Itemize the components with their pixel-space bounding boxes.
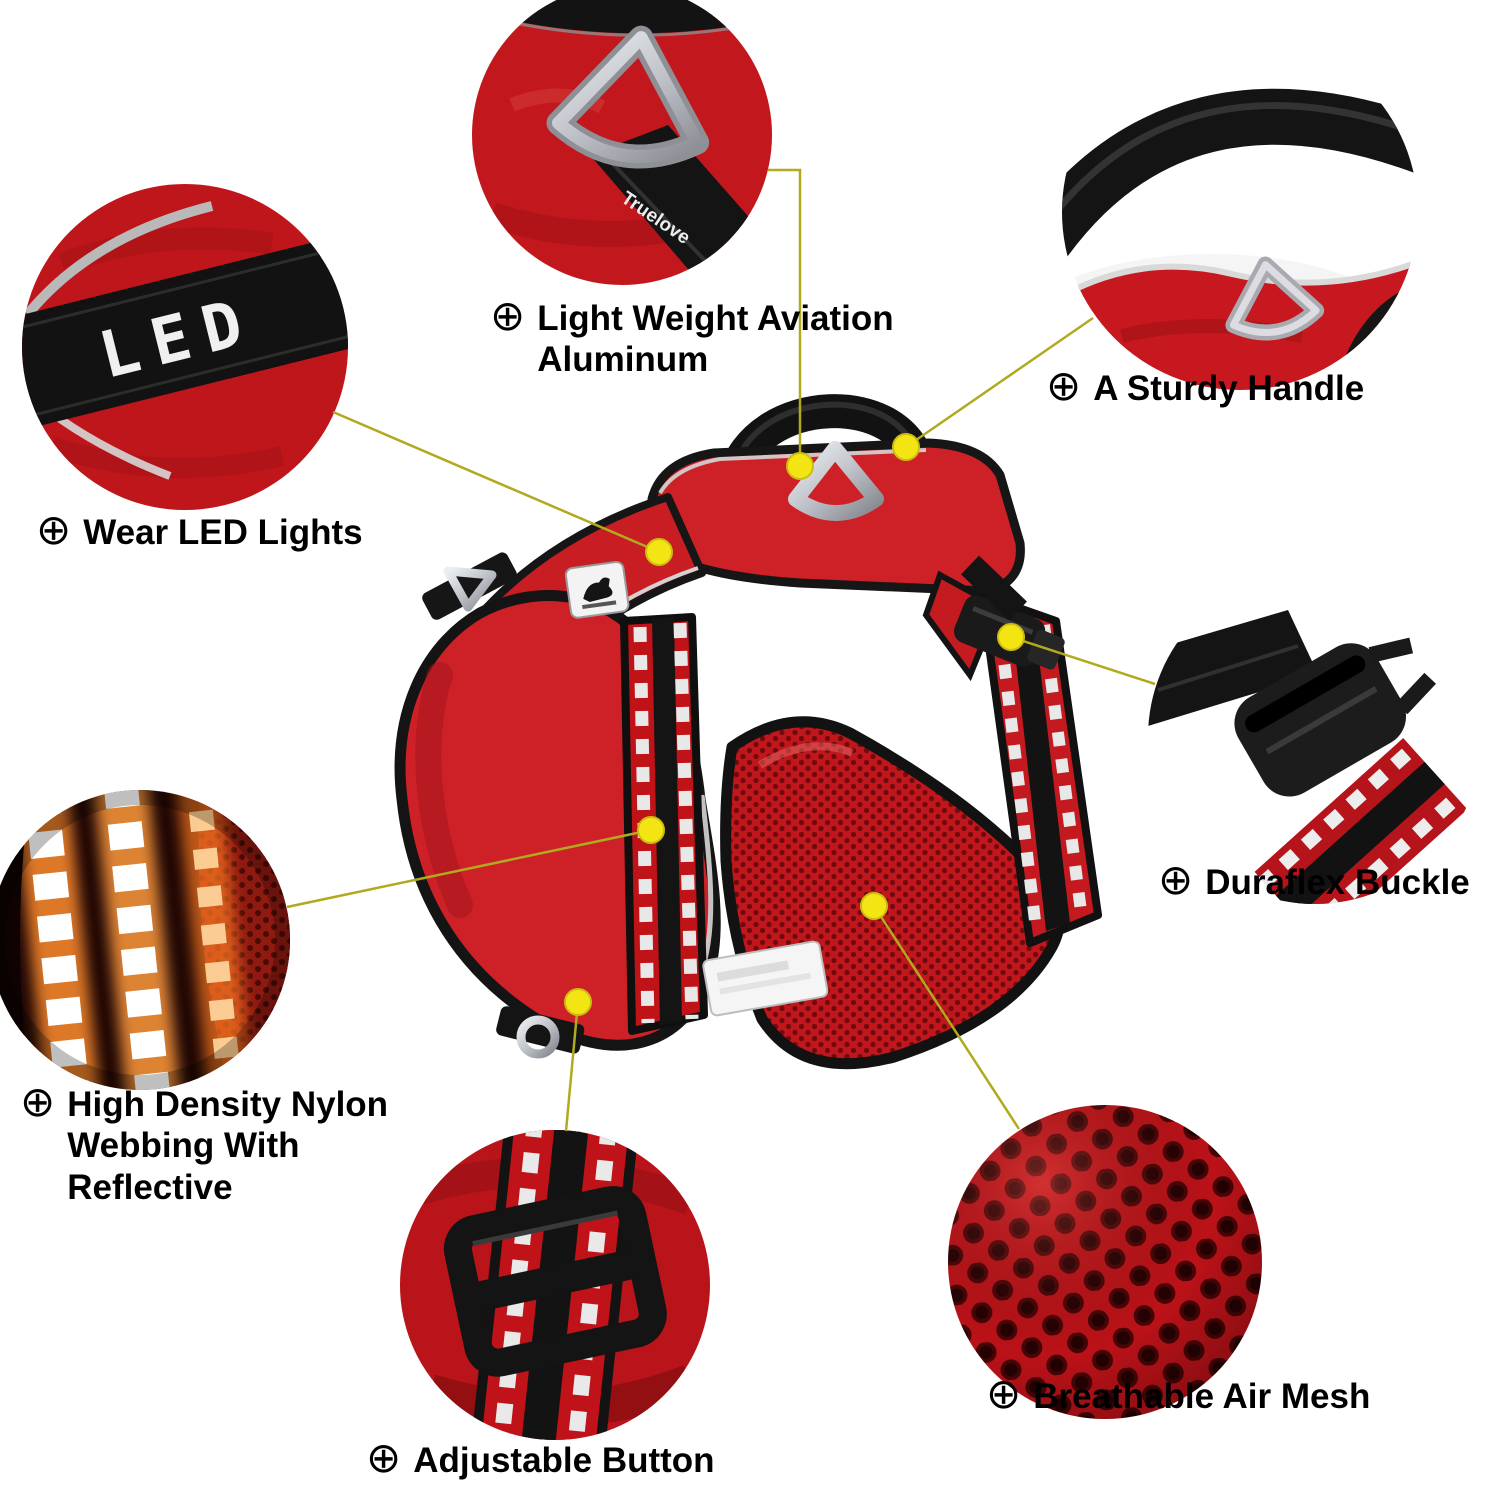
harness-logo-patch (564, 560, 630, 619)
harness-side-ring-icon (443, 566, 497, 612)
feature-text-mesh: Breathable Air Mesh (1033, 1377, 1371, 1416)
feature-label-mesh: ⊕ Breathable Air Mesh (986, 1370, 1371, 1417)
plus-circle-icon: ⊕ (986, 1370, 1022, 1417)
callout-photo-buckle (1148, 570, 1482, 904)
air-mesh-photo (948, 1105, 1262, 1419)
callout-photo-webbing (0, 790, 290, 1090)
plus-circle-icon: ⊕ (1158, 856, 1194, 903)
aluminum-dring-icon (546, 25, 710, 169)
feature-text-led: Wear LED Lights (83, 513, 363, 552)
handle-photo (1062, 34, 1418, 390)
handle-ring-icon (1225, 256, 1325, 341)
glowing-stripes (13, 790, 254, 1090)
triglide-slider-icon (443, 1186, 667, 1377)
callout-photo-handle (1062, 34, 1418, 390)
feature-text-buckle: Duraflex Buckle (1205, 863, 1470, 902)
harness-front-strap (620, 613, 708, 1035)
aluminum-dring-photo: Truelove (472, 0, 772, 285)
buckle-body-icon (1234, 637, 1437, 797)
plus-circle-icon: ⊕ (36, 506, 72, 553)
feature-text-handle: A Sturdy Handle (1093, 369, 1365, 408)
buckle-webbing (1254, 738, 1468, 904)
feature-label-aluminum: ⊕ Light Weight Aviation Aluminum (490, 292, 977, 381)
harness-dring-icon (788, 441, 884, 521)
led-strap: LED (22, 225, 348, 436)
product-image-harness (394, 394, 1102, 1070)
harness-label-tag (702, 940, 829, 1017)
callout-photo-mesh (948, 1105, 1262, 1419)
feature-label-led: ⊕ Wear LED Lights (36, 506, 363, 553)
feature-label-webbing: ⊕ High Density Nylon Webbing With Reflec… (20, 1078, 447, 1208)
handle-webbing (1062, 88, 1418, 261)
feature-label-handle: ⊕ A Sturdy Handle (1046, 362, 1365, 409)
feature-text-webbing: High Density Nylon Webbing With Reflecti… (67, 1085, 389, 1207)
plus-circle-icon: ⊕ (366, 1434, 402, 1481)
slider-photo (400, 1130, 710, 1440)
callout-photo-aluminum: Truelove (472, 0, 772, 285)
feature-text-aluminum: Light Weight Aviation Aluminum (537, 299, 894, 380)
callout-photo-button (400, 1130, 710, 1440)
plus-circle-icon: ⊕ (490, 292, 526, 339)
harness-bottom-ring-icon (516, 1015, 560, 1059)
plus-circle-icon: ⊕ (20, 1078, 56, 1125)
callout-photo-led: LED (22, 184, 348, 510)
led-photo: LED (22, 184, 348, 510)
buckle-photo (1148, 570, 1482, 904)
reflective-webbing-photo (0, 790, 290, 1090)
feature-label-buckle: ⊕ Duraflex Buckle (1158, 856, 1470, 903)
feature-label-button: ⊕ Adjustable Button (366, 1434, 715, 1481)
plus-circle-icon: ⊕ (1046, 362, 1082, 409)
feature-text-button: Adjustable Button (413, 1441, 715, 1480)
